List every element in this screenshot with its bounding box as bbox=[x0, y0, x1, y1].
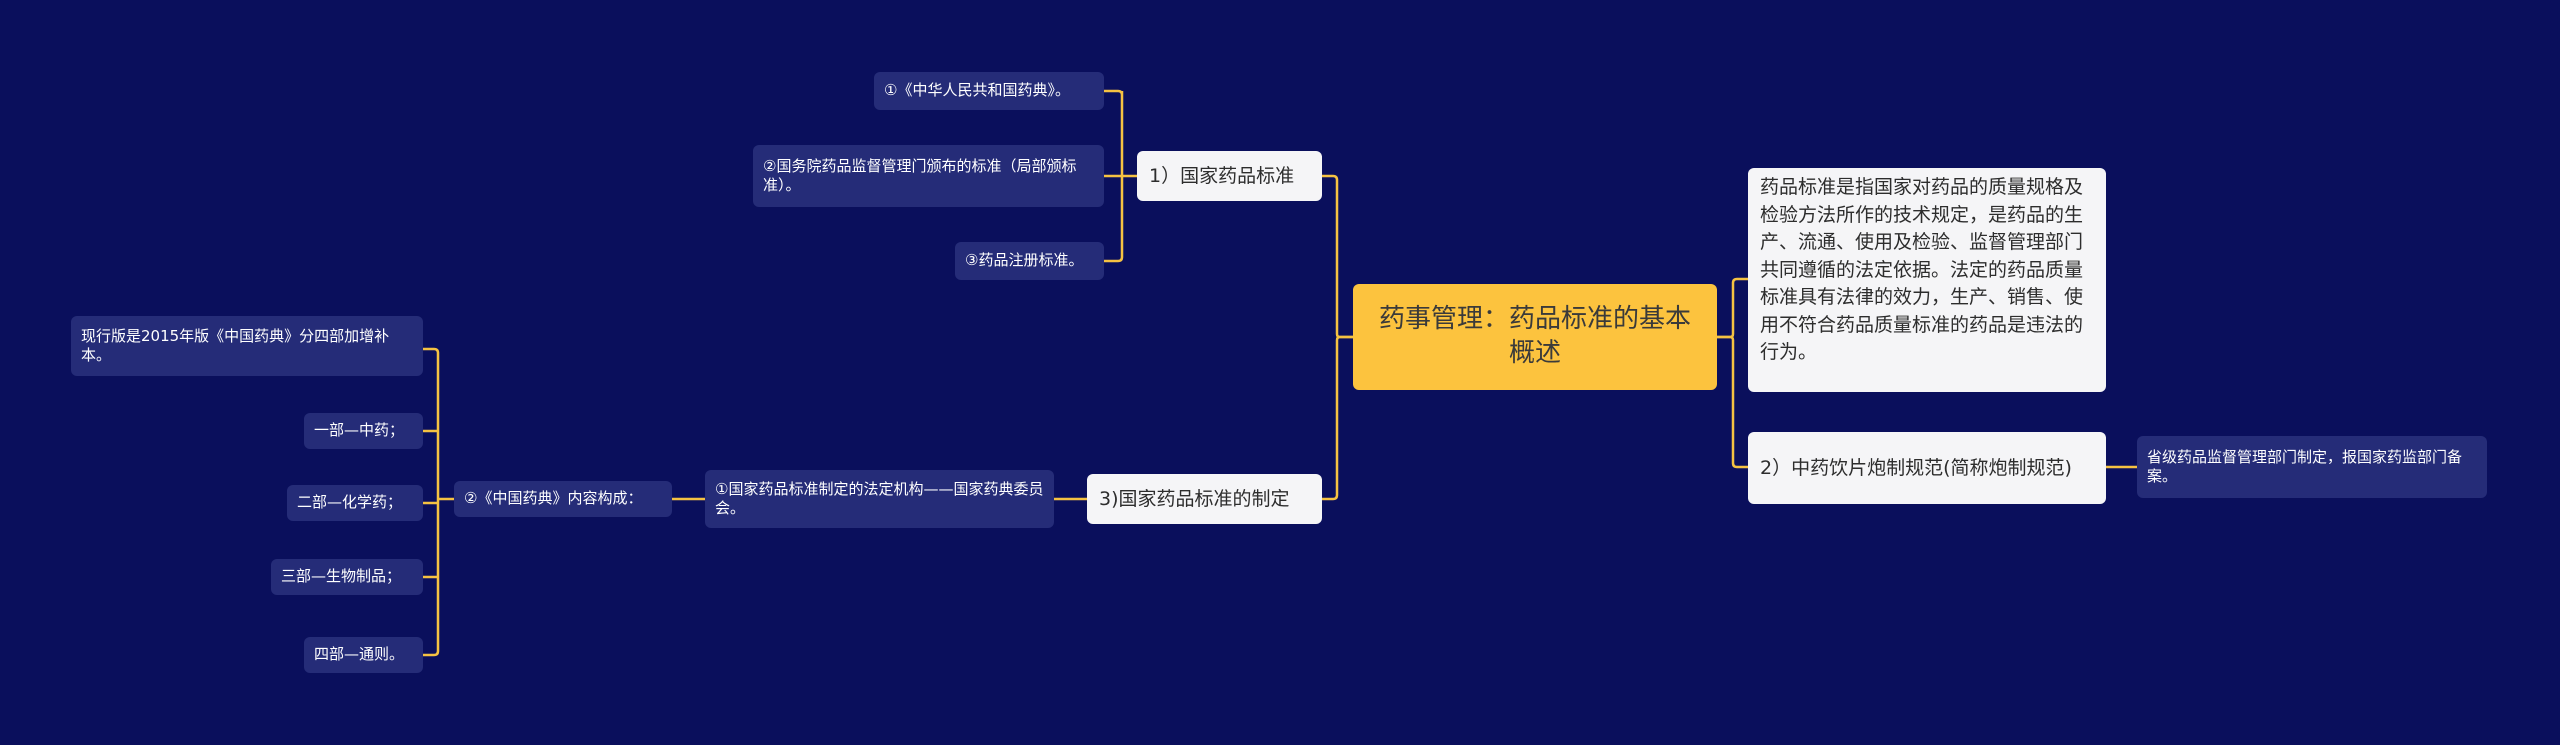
national-child-1[interactable]: ①《中华人民共和国药典》。 bbox=[874, 72, 1104, 110]
branch-definition[interactable]: 药品标准是指国家对药品的质量规格及检验方法所作的技术规定，是药品的生产、流通、使… bbox=[1748, 168, 2106, 392]
formulation-leaf-1[interactable]: 现行版是2015年版《中国药典》分四部加增补本。 bbox=[71, 316, 423, 376]
branch-herbal-processing-label: 2）中药饮片炮制规范(简称炮制规范) bbox=[1760, 456, 2072, 479]
herbal-child-label: 省级药品监督管理部门制定，报国家药监部门备案。 bbox=[2147, 447, 2463, 486]
formulation-leaf-3-label: 二部—化学药； bbox=[297, 493, 403, 512]
national-child-2[interactable]: ②国务院药品监督管理门颁布的标准（局部颁标准）。 bbox=[753, 145, 1104, 207]
branch-definition-label: 药品标准是指国家对药品的质量规格及检验方法所作的技术规定，是药品的生产、流通、使… bbox=[1760, 176, 2084, 364]
national-child-1-label: ①《中华人民共和国药典》。 bbox=[884, 81, 1070, 100]
branch-formulation-label: 3)国家药品标准的制定 bbox=[1099, 487, 1290, 510]
national-child-2-label: ②国务院药品监督管理门颁布的标准（局部颁标准）。 bbox=[763, 156, 1077, 195]
formulation-grandchild[interactable]: ②《中国药典》内容构成： bbox=[454, 481, 672, 517]
branch-herbal-processing[interactable]: 2）中药饮片炮制规范(简称炮制规范) bbox=[1748, 432, 2106, 504]
formulation-grandchild-label: ②《中国药典》内容构成： bbox=[464, 489, 643, 508]
connector-national-to-children bbox=[1104, 89, 1137, 263]
connector-central-to-herbal bbox=[1717, 335, 1748, 469]
connector-central-to-definition bbox=[1717, 277, 1748, 339]
central-topic-label: 药事管理：药品标准的基本概述 bbox=[1378, 304, 1691, 368]
national-child-3[interactable]: ③药品注册标准。 bbox=[955, 242, 1104, 280]
formulation-leaf-2-label: 一部—中药； bbox=[314, 421, 405, 440]
branch-national-standards-label: 1）国家药品标准 bbox=[1149, 164, 1295, 187]
formulation-child[interactable]: ①国家药品标准制定的法定机构——国家药典委员会。 bbox=[705, 470, 1054, 528]
central-topic[interactable]: 药事管理：药品标准的基本概述 bbox=[1353, 284, 1717, 390]
branch-formulation[interactable]: 3)国家药品标准的制定 bbox=[1087, 474, 1322, 524]
connector-grandchild-to-leaves bbox=[423, 347, 454, 657]
formulation-leaf-4-label: 三部—生物制品； bbox=[281, 567, 402, 586]
formulation-leaf-3[interactable]: 二部—化学药； bbox=[287, 485, 423, 521]
national-child-3-label: ③药品注册标准。 bbox=[965, 251, 1084, 270]
formulation-leaf-4[interactable]: 三部—生物制品； bbox=[271, 559, 423, 595]
branch-national-standards[interactable]: 1）国家药品标准 bbox=[1137, 151, 1322, 201]
formulation-leaf-5[interactable]: 四部—通则。 bbox=[304, 637, 423, 673]
connector-central-to-national bbox=[1322, 174, 1353, 339]
herbal-child[interactable]: 省级药品监督管理部门制定，报国家药监部门备案。 bbox=[2137, 436, 2487, 498]
connector-central-to-formulation bbox=[1322, 335, 1353, 501]
formulation-child-label: ①国家药品标准制定的法定机构——国家药典委员会。 bbox=[715, 479, 1044, 518]
formulation-leaf-1-label: 现行版是2015年版《中国药典》分四部加增补本。 bbox=[81, 326, 390, 365]
formulation-leaf-2[interactable]: 一部—中药； bbox=[304, 413, 423, 449]
formulation-leaf-5-label: 四部—通则。 bbox=[314, 645, 405, 664]
